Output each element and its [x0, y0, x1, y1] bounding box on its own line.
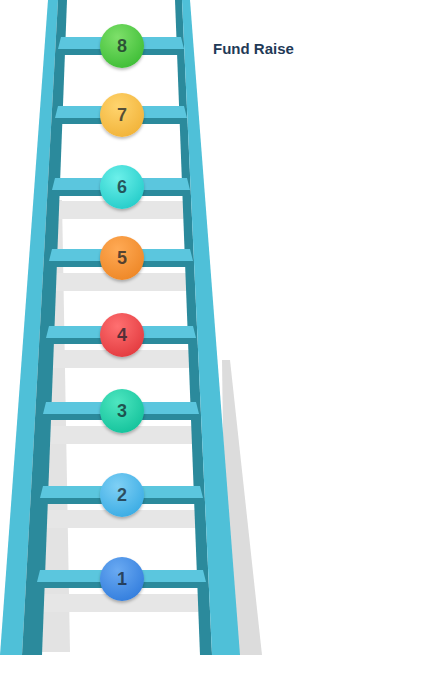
step-number: 4	[117, 325, 127, 346]
step-number: 5	[117, 248, 127, 269]
step-label: Fund Raise	[213, 40, 294, 57]
step-number: 2	[117, 485, 127, 506]
step-circle: 7	[100, 93, 144, 137]
step-circle: 5	[100, 236, 144, 280]
step-circle: 8	[100, 24, 144, 68]
step-circle: 6	[100, 165, 144, 209]
step-number: 1	[117, 569, 127, 590]
step-number: 3	[117, 401, 127, 422]
step-number: 7	[117, 105, 127, 126]
step-circle: 2	[100, 473, 144, 517]
step-circle: 3	[100, 389, 144, 433]
step-circle: 4	[100, 313, 144, 357]
step-circle: 1	[100, 557, 144, 601]
step-number: 8	[117, 36, 127, 57]
step-number: 6	[117, 177, 127, 198]
